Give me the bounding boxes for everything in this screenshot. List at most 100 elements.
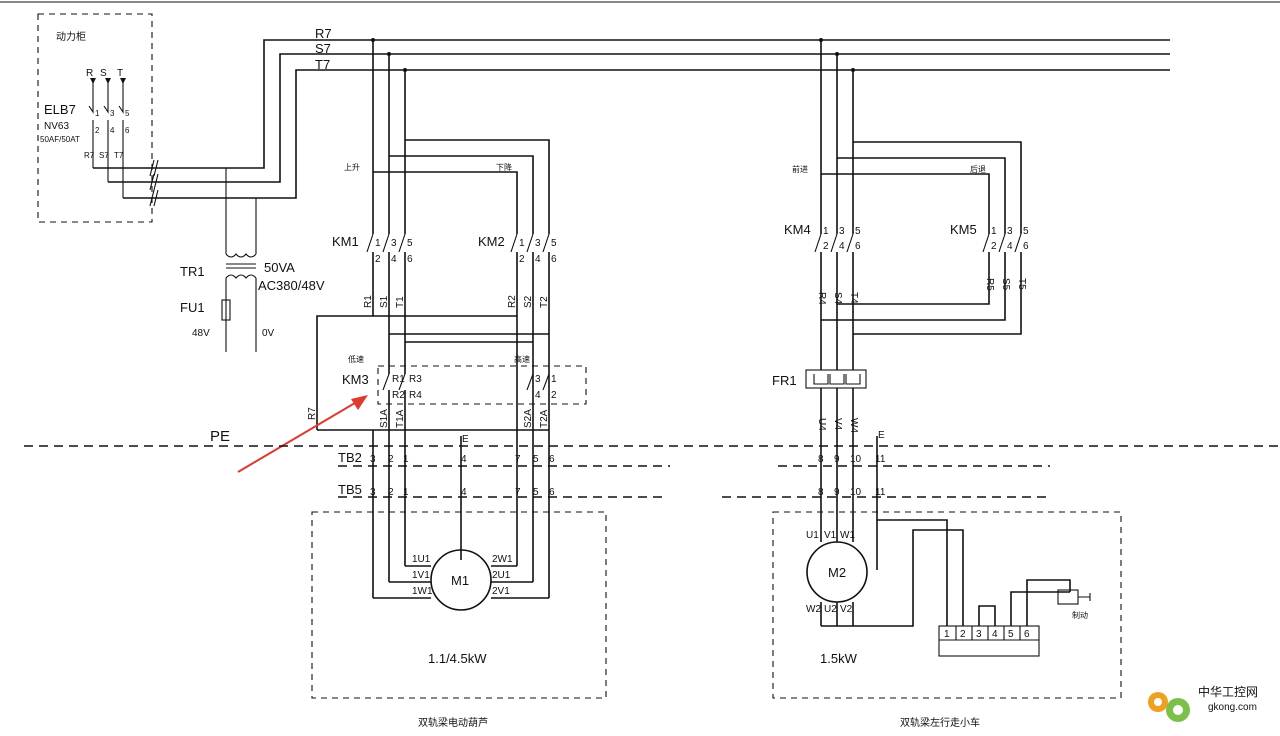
svg-text:3: 3 — [976, 629, 982, 640]
fuse-name: FU1 — [180, 300, 205, 315]
svg-text:4: 4 — [461, 487, 467, 498]
svg-text:S1: S1 — [379, 295, 390, 308]
svg-text:7: 7 — [515, 454, 521, 465]
svg-text:6: 6 — [855, 241, 861, 252]
output-r7: R7 — [84, 151, 95, 160]
km4-wire-labels: R4 S4 T4 — [816, 292, 859, 305]
svg-text:10: 10 — [850, 487, 862, 498]
output-s7: S7 — [99, 151, 109, 160]
km3-contact-labels: R1 R3 R2 R4 3 1 4 2 — [392, 374, 557, 401]
pole-top-5: 5 — [125, 109, 130, 118]
svg-text:6: 6 — [1023, 241, 1029, 252]
svg-text:1: 1 — [519, 238, 525, 249]
svg-text:1: 1 — [551, 374, 557, 385]
svg-text:R4: R4 — [816, 292, 827, 305]
svg-text:5: 5 — [1008, 629, 1014, 640]
breaker-name: ELB7 — [44, 102, 76, 117]
svg-text:1: 1 — [944, 629, 950, 640]
km3-left-note: 低速 — [348, 354, 364, 364]
trolley-terminal-numbers-tb5: 8 9 10 11 — [818, 487, 886, 498]
bus-r7: R7 — [315, 26, 332, 41]
trolley-power: 1.5kW — [820, 651, 858, 666]
watermark-url: gkong.com — [1208, 702, 1257, 713]
pole-top-1: 1 — [95, 109, 100, 118]
svg-text:4: 4 — [839, 241, 845, 252]
km2-label: KM2 — [478, 234, 505, 249]
svg-text:S2A: S2A — [523, 409, 534, 428]
pe-label: PE — [210, 428, 230, 445]
svg-text:3: 3 — [1007, 226, 1013, 237]
input-s: S — [100, 68, 107, 79]
svg-text:1: 1 — [823, 226, 829, 237]
hoist-caption: 双轨梁电动葫芦 — [418, 716, 488, 729]
km2-contact-numbers: 1 3 5 2 4 6 — [519, 238, 557, 265]
svg-text:6: 6 — [1024, 629, 1030, 640]
svg-text:5: 5 — [855, 226, 861, 237]
km5-contact-numbers: 1 3 5 2 4 6 — [991, 226, 1029, 252]
svg-text:5: 5 — [407, 238, 413, 249]
km1-label: KM1 — [332, 234, 359, 249]
bus-t7: T7 — [315, 57, 330, 72]
km4-contact-numbers: 1 3 5 2 4 6 — [823, 226, 861, 252]
watermark: 中华工控网 gkong.com — [1142, 680, 1278, 730]
brake-terminal-numbers: 1 2 3 4 5 6 — [944, 629, 1030, 640]
svg-text:U4: U4 — [816, 418, 827, 431]
svg-text:R3: R3 — [409, 374, 422, 385]
svg-text:R5: R5 — [984, 278, 995, 291]
svg-text:T2A: T2A — [539, 409, 550, 428]
km4-note: 前进 — [792, 164, 808, 174]
svg-text:1W1: 1W1 — [412, 586, 433, 597]
transformer-power: 50VA — [264, 260, 295, 275]
label-48v: 48V — [192, 328, 210, 339]
pole-bottom-6: 6 — [125, 126, 130, 135]
svg-text:2: 2 — [388, 454, 394, 465]
bus-s7: S7 — [315, 41, 331, 56]
r7-lead-label: R7 — [307, 407, 318, 420]
output-t7: T7 — [114, 151, 124, 160]
hoist-terminal-numbers-tb2: 3 2 1 4 7 5 6 — [370, 454, 555, 465]
svg-text:1: 1 — [403, 487, 409, 498]
km1-contact-numbers: 1 3 5 2 4 6 — [375, 238, 413, 265]
svg-text:2: 2 — [519, 254, 525, 265]
red-arrow — [237, 395, 368, 473]
svg-text:W1: W1 — [840, 530, 855, 541]
svg-text:U2: U2 — [824, 604, 837, 615]
transformer-name: TR1 — [180, 264, 205, 279]
trolley-circuit — [772, 38, 1122, 699]
km4-label: KM4 — [784, 222, 811, 237]
hoist-power: 1.1/4.5kW — [428, 651, 487, 666]
svg-text:11: 11 — [875, 487, 886, 498]
hoist-terminal-numbers-tb5: 3 2 1 4 7 5 6 — [370, 487, 555, 498]
pole-bottom-4: 4 — [110, 126, 115, 135]
svg-text:2: 2 — [551, 390, 557, 401]
svg-text:R2: R2 — [392, 390, 405, 401]
fr1-label: FR1 — [772, 373, 797, 388]
svg-text:1: 1 — [375, 238, 381, 249]
svg-text:S1A: S1A — [379, 409, 390, 428]
km5-note: 后退 — [970, 164, 986, 174]
label-0v: 0V — [262, 328, 275, 339]
m2-terminal-labels: U1 V1 W1 W2 U2 V2 — [806, 530, 855, 615]
svg-text:6: 6 — [549, 487, 555, 498]
svg-text:R4: R4 — [409, 390, 422, 401]
svg-text:1: 1 — [991, 226, 997, 237]
gear-icon — [1148, 692, 1190, 722]
svg-text:V4: V4 — [832, 418, 843, 431]
trolley-terminal-numbers-tb2: 8 9 10 11 — [818, 454, 886, 465]
svg-text:U1: U1 — [806, 530, 819, 541]
svg-text:S4: S4 — [832, 292, 843, 305]
svg-text:8: 8 — [818, 454, 824, 465]
cabinet-title: 动力柜 — [56, 30, 86, 43]
km5-label: KM5 — [950, 222, 977, 237]
svg-text:5: 5 — [551, 238, 557, 249]
svg-text:6: 6 — [549, 454, 555, 465]
svg-text:3: 3 — [839, 226, 845, 237]
svg-text:6: 6 — [551, 254, 557, 265]
svg-text:T4: T4 — [848, 292, 859, 304]
svg-text:1V1: 1V1 — [412, 570, 430, 581]
svg-text:7: 7 — [515, 487, 521, 498]
svg-text:2: 2 — [388, 487, 394, 498]
breaker-rating: 50AF/50AT — [40, 135, 80, 144]
transformer — [221, 168, 257, 352]
